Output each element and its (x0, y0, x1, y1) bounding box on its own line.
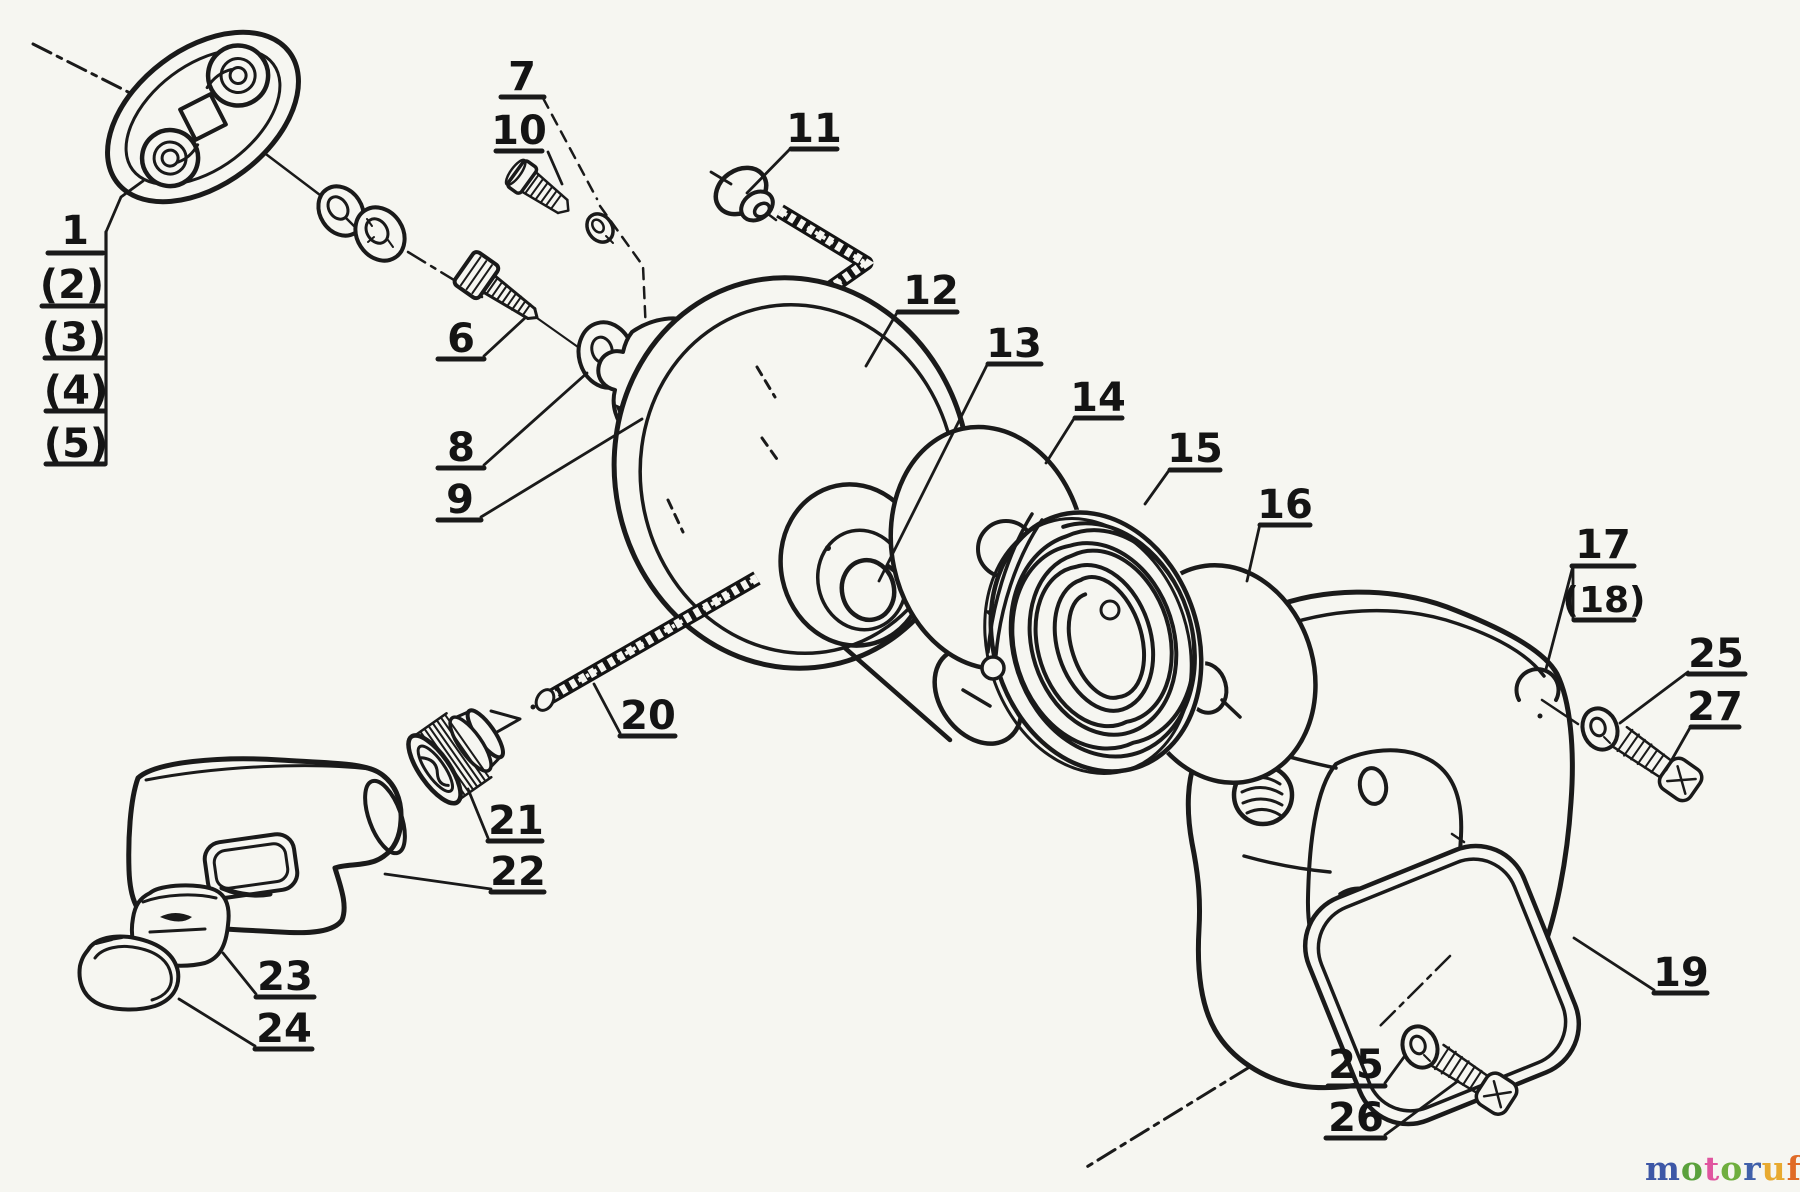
rope-ferrule (406, 708, 505, 806)
leader-lines (104, 96, 1693, 1137)
callout-15: 15 (1167, 426, 1223, 472)
logo-letter: u (1762, 1149, 1787, 1188)
lock-washer (353, 205, 407, 263)
vent-hole (1357, 766, 1389, 806)
mounting-plate (105, 29, 301, 205)
recoil-spring (980, 509, 1206, 775)
logo-letter: m (1645, 1149, 1681, 1188)
callout-25-lower: 25 (1328, 1042, 1384, 1088)
callout-21: 21 (488, 798, 544, 844)
spring-outer-hook (980, 655, 1006, 681)
callout-5: (5) (44, 421, 108, 467)
callout-9: 9 (446, 477, 474, 523)
callout-26: 26 (1328, 1095, 1384, 1141)
flat-washer-upper (1580, 706, 1620, 752)
socket-screw (452, 250, 586, 353)
starter-rope-lower (489, 571, 761, 734)
corner-bolt-hole (1514, 667, 1561, 702)
callout-8: 8 (447, 425, 475, 471)
spring-outer-arm (994, 518, 1044, 657)
flat-washer-lower (1400, 1024, 1440, 1070)
callout-7: 7 (508, 54, 536, 100)
callout-25-upper: 25 (1688, 631, 1744, 677)
callout-24: 24 (256, 1006, 312, 1052)
logo-letter: t (1704, 1149, 1720, 1188)
callout-18: (18) (1562, 580, 1645, 621)
svg-text:motoruf.de: motoruf.de (1645, 1149, 1800, 1188)
callout-16: 16 (1257, 482, 1313, 528)
handle-cover (77, 934, 181, 1012)
rope-axis-mark (489, 709, 522, 734)
pan-screw (504, 158, 570, 215)
mounting-bolt-lower (1429, 1043, 1519, 1116)
callout-labels: 1 (2) (3) (4) (5) 6 7 8 9 10 11 12 13 14… (40, 54, 1744, 1141)
callout-17: 17 (1575, 522, 1631, 568)
callout-20: 20 (620, 693, 676, 739)
logo-letter: o (1681, 1149, 1704, 1188)
callout-13: 13 (986, 321, 1042, 367)
mounting-bolt-upper (1611, 725, 1704, 803)
callout-3: (3) (42, 315, 106, 361)
starter-pulley (611, 275, 973, 671)
callout-22: 22 (490, 849, 546, 895)
logo-letter: o (1720, 1149, 1743, 1188)
watermark-logo: motoruf.de (1645, 1149, 1800, 1188)
callout-11: 11 (786, 106, 842, 152)
rope-grommet (713, 165, 778, 223)
callout-4: (4) (44, 368, 108, 414)
callout-10: 10 (491, 108, 547, 154)
spring-inner-hook (1099, 599, 1121, 621)
callout-23: 23 (257, 954, 313, 1000)
callout-14: 14 (1070, 375, 1126, 421)
callout-27: 27 (1687, 684, 1743, 730)
assembly-axes (1083, 954, 1452, 1170)
callout-19: 19 (1653, 950, 1709, 996)
small-washer (585, 212, 615, 244)
logo-letter: r (1743, 1149, 1761, 1188)
callout-6: 6 (447, 316, 475, 362)
callout-1: 1 (61, 208, 89, 254)
callout-12: 12 (903, 268, 959, 314)
logo-letter: f (1787, 1149, 1800, 1188)
callout-2: (2) (40, 262, 104, 308)
label-underlines (39, 94, 1748, 1141)
